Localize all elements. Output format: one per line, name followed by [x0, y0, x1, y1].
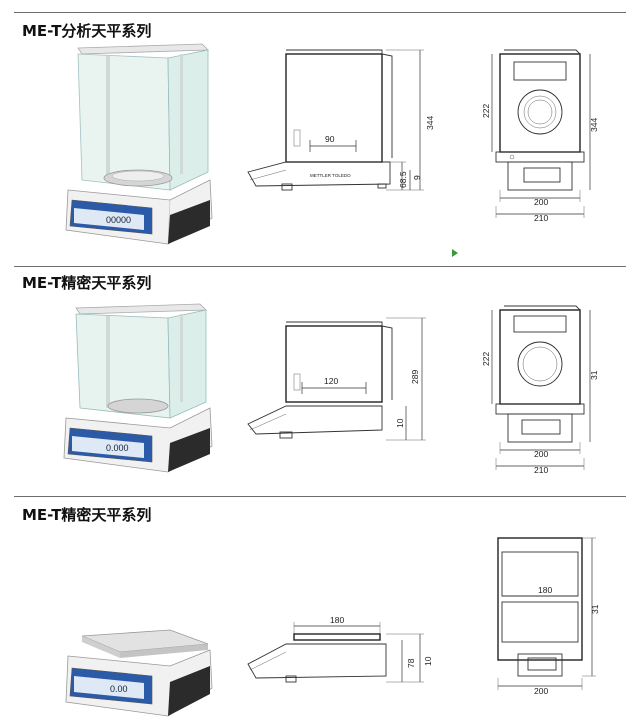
dim-pan-height: 68.5 [398, 171, 408, 188]
balance-photo: 0.000 [60, 300, 230, 478]
dim-width: 200 [534, 686, 548, 696]
section-divider [14, 266, 626, 267]
side-view-drawing: 90 METTLER TOLEDO 344 68.5 9 [240, 40, 445, 200]
dim-height-b: 10 [423, 656, 433, 666]
dim-inner-width: 200 [534, 197, 548, 207]
dim-chamber-width: 120 [324, 376, 338, 386]
screen-reading: 0.000 [106, 443, 129, 453]
dim-total-height: 344 [425, 116, 435, 130]
arrow-right-icon [452, 249, 458, 257]
section-title: ME-T精密天平系列 [22, 506, 152, 524]
screen-reading: 00000 [106, 215, 131, 225]
section-divider [14, 496, 626, 497]
section-title: ME-T精密天平系列 [22, 274, 152, 292]
side-view-drawing: 120 289 10 [240, 312, 445, 447]
side-view-drawing: 180 78 10 [240, 612, 445, 692]
front-view-drawing: 222 344 200 210 [478, 44, 608, 224]
dim-height-a: 78 [406, 658, 416, 668]
dim-outer-width: 210 [534, 465, 548, 475]
dim-pan-width: 180 [538, 585, 552, 595]
dim-foot-height: 9 [412, 175, 422, 180]
section-title: ME-T分析天平系列 [22, 22, 152, 40]
dim-inner-width: 200 [534, 449, 548, 459]
dim-total-height: 289 [410, 370, 420, 384]
dim-chamber-width: 90 [325, 134, 335, 144]
front-view-drawing: 180 31 200 [478, 530, 608, 698]
dim-chamber-height: 222 [481, 352, 491, 366]
balance-photo: 00000 [60, 40, 230, 250]
dim-total-height: 31 [590, 604, 600, 614]
dim-chamber-height: 222 [481, 104, 491, 118]
front-view-drawing: 222 31 200 210 [478, 300, 608, 475]
dim-total-height: 31 [589, 370, 599, 380]
dim-pan-height: 10 [395, 418, 405, 428]
dim-outer-width: 210 [534, 213, 548, 223]
section-divider [14, 12, 626, 13]
dim-pan-width: 180 [330, 615, 344, 625]
screen-reading: 0.00 [110, 684, 128, 694]
dim-total-height: 344 [589, 118, 599, 132]
balance-photo: 0.00 [60, 622, 230, 721]
brand-label: METTLER TOLEDO [310, 173, 351, 178]
